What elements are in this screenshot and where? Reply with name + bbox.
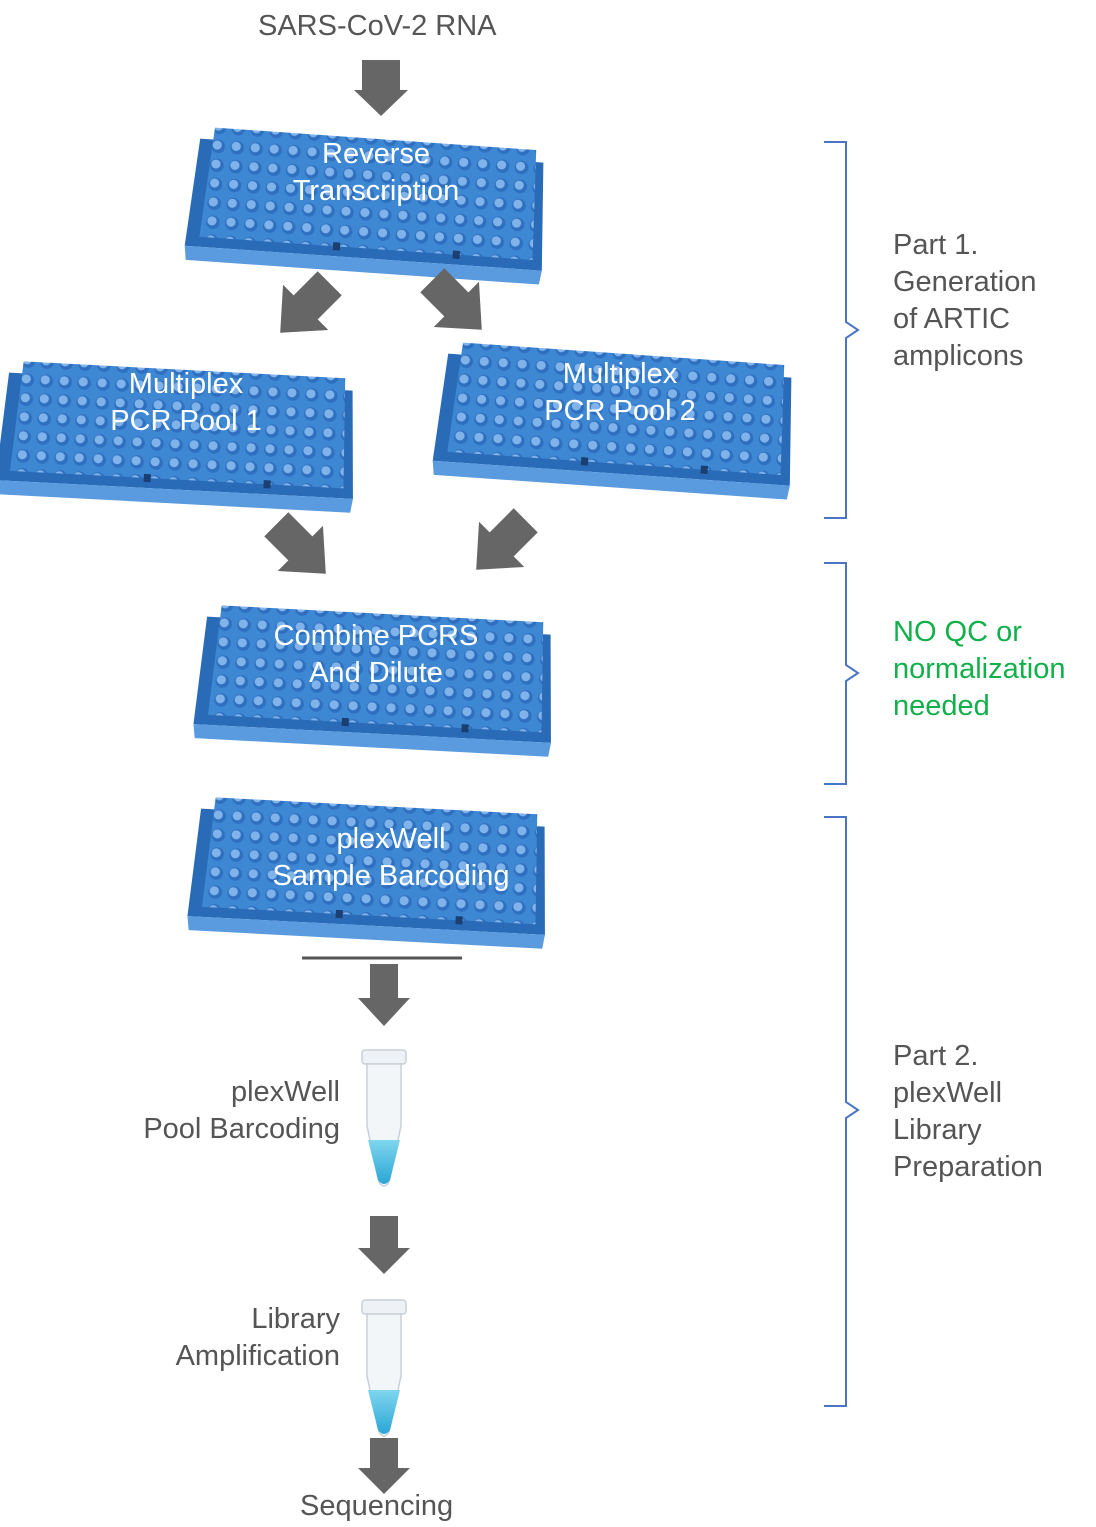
arrow-to-pool-1 <box>280 271 342 333</box>
tube-pool-barcoding <box>361 1049 407 1187</box>
bracket-qc <box>824 562 860 785</box>
arrow-down-amplification <box>358 1216 410 1274</box>
plate-pcr-pool-2 <box>432 342 792 500</box>
arrow-to-pool-2 <box>420 268 482 330</box>
output-label: Sequencing <box>300 1490 454 1522</box>
arrow-down-pool <box>358 964 410 1026</box>
plate-pcr-pool-1 <box>0 361 353 513</box>
plate-sample-barcoding <box>187 797 545 949</box>
arrow-from-pool-2 <box>476 508 538 570</box>
plate-combine-pcrs <box>193 605 551 757</box>
arrow-down-rna <box>354 60 408 116</box>
bracket-part-2 <box>824 816 860 1407</box>
plate-reverse-transcription <box>184 127 544 285</box>
source-label: SARS-CoV-2 RNA <box>258 10 497 42</box>
tube-library-amplification <box>361 1299 407 1437</box>
arrow-down-sequencing <box>358 1438 410 1494</box>
arrow-from-pool-1 <box>264 512 326 574</box>
bracket-part-1 <box>824 141 860 519</box>
